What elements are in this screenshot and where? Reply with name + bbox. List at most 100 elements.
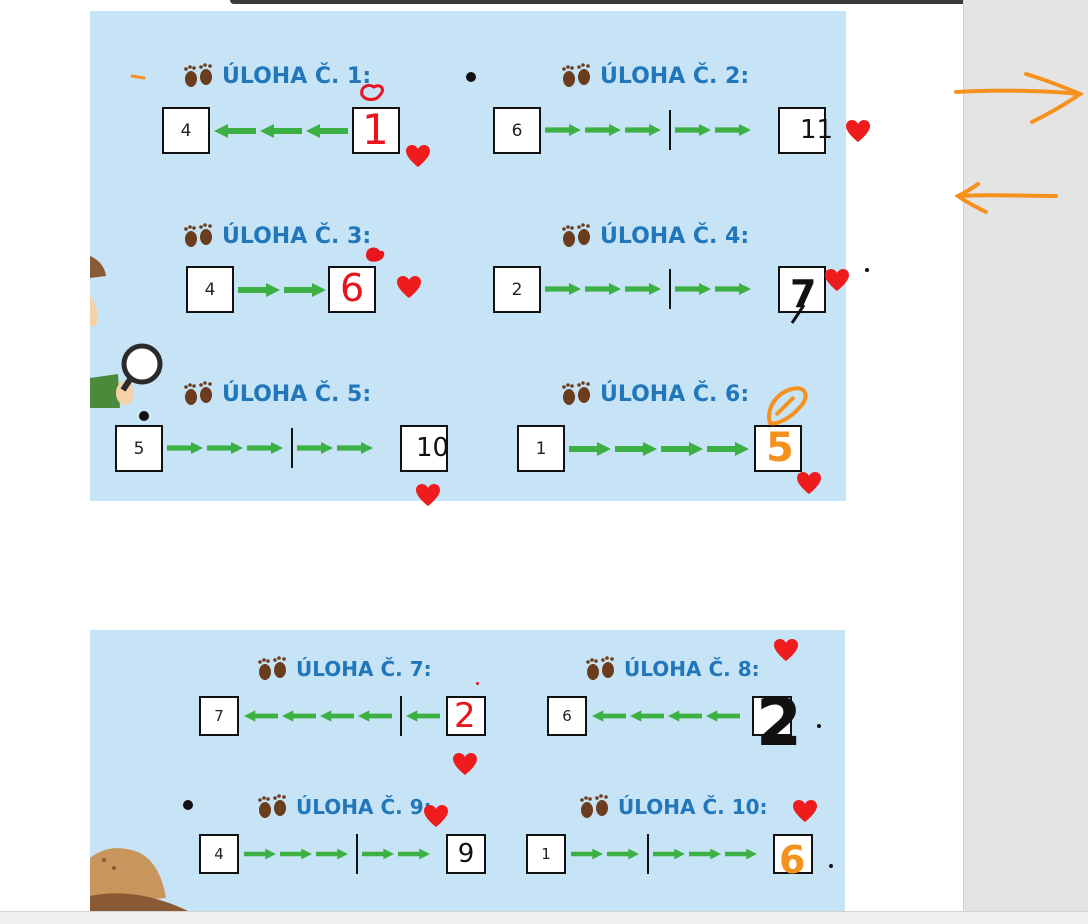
heart-icon	[774, 639, 798, 661]
arrow-left-icon	[306, 124, 348, 138]
arrow-right-icon	[689, 848, 721, 860]
task-10-answer-box[interactable]: 6	[773, 834, 813, 882]
task-5-arrows	[167, 428, 377, 468]
task-9-start-box: 4	[199, 834, 239, 874]
task-3-answer-box[interactable]: 6	[328, 266, 376, 313]
task-3-title: ÚLOHA Č. 3:	[182, 223, 371, 249]
ten-marker	[669, 110, 671, 150]
task-7-answer-box[interactable]: 2	[446, 696, 486, 736]
magnifier-icon	[90, 256, 163, 408]
black-ink-mark	[790, 304, 806, 324]
heart-icon	[797, 472, 821, 494]
arrow-right-icon	[715, 124, 751, 136]
red-ink-scribble	[366, 247, 385, 262]
arrow-right-icon	[247, 442, 283, 454]
heart-icon	[846, 120, 870, 142]
ten-marker	[669, 269, 671, 309]
explorer-hat-icon	[90, 848, 194, 915]
task-3-arrows	[238, 283, 330, 297]
heart-icon	[424, 805, 448, 827]
task-10-handwritten-answer: 6	[779, 838, 806, 882]
arrow-right-icon	[675, 283, 711, 295]
heart-icon	[416, 484, 440, 506]
arrow-right-icon	[284, 283, 326, 297]
task-4-answer-box[interactable]: 7	[778, 266, 826, 316]
footprints-icon	[184, 223, 212, 247]
arrow-left-icon	[706, 710, 740, 722]
top-window-bar	[230, 0, 1088, 4]
arrow-right-icon	[238, 283, 280, 297]
worksheet-page-1: ÚLOHA Č. 1: 4 1 ÚLOHA Č. 2: 6 11 ÚLOHA Č…	[90, 11, 846, 501]
task-1-start-box: 4	[162, 107, 210, 154]
bullet-dot	[466, 72, 476, 82]
arrow-right-icon	[280, 848, 312, 860]
task-9-title: ÚLOHA Č. 9:	[256, 794, 432, 820]
arrow-right-icon	[337, 442, 373, 454]
footprints-icon	[562, 381, 590, 405]
task-6-start-box: 1	[517, 425, 565, 472]
task-5-start-box: 5	[115, 425, 163, 472]
small-dot	[829, 864, 833, 868]
heart-icon	[397, 276, 421, 298]
arrow-right-icon	[571, 848, 603, 860]
arrow-right-icon	[675, 124, 711, 136]
task-6-handwritten-answer: 5	[766, 425, 794, 471]
bullet-dot	[139, 411, 149, 421]
arrow-right-icon	[569, 442, 611, 456]
heart-icon	[825, 269, 849, 291]
arrow-right-icon	[362, 848, 394, 860]
arrow-left-icon	[592, 710, 626, 722]
task-1-title: ÚLOHA Č. 1:	[182, 63, 371, 89]
arrow-left-icon	[320, 710, 354, 722]
heart-icon	[406, 145, 430, 167]
arrow-right-icon	[715, 283, 751, 295]
small-dot	[865, 268, 869, 272]
task-8-answer-box[interactable]	[752, 696, 792, 736]
arrow-right-icon	[207, 442, 243, 454]
task-6-arrows	[569, 442, 753, 456]
task-10-arrows	[571, 834, 761, 874]
task-7-arrows	[244, 696, 444, 736]
task-8-arrows	[592, 709, 744, 723]
task-2-arrows	[545, 110, 755, 150]
footprints-icon	[258, 656, 286, 680]
task-7-handwritten-answer: 2	[454, 696, 476, 736]
arrow-right-icon	[615, 442, 657, 456]
task-5-typed-answer: 10	[416, 433, 450, 463]
task-7-title: ÚLOHA Č. 7:	[256, 656, 432, 682]
footprints-icon	[184, 63, 212, 87]
orange-ink-scribble	[767, 386, 808, 426]
task-5-answer-box[interactable]	[400, 425, 448, 472]
footprints-icon	[562, 63, 590, 87]
arrow-right-icon	[607, 848, 639, 860]
arrow-right-icon	[244, 848, 276, 860]
task-9-answer-box[interactable]: 9	[446, 834, 486, 874]
task-1-answer-box[interactable]: 1	[352, 105, 400, 154]
task-8-start-box: 6	[547, 696, 587, 736]
task-2-answer-box[interactable]	[778, 107, 826, 154]
red-ink-scribble	[360, 83, 384, 101]
footprints-icon	[586, 656, 614, 680]
arrow-right-icon	[167, 442, 203, 454]
arrow-right-icon	[725, 848, 757, 860]
arrow-right-icon	[625, 124, 661, 136]
task-6-answer-box[interactable]: 5	[754, 425, 802, 472]
right-side-panel	[963, 0, 1088, 923]
bullet-dot	[183, 800, 193, 810]
task-10-start-box: 1	[526, 834, 566, 874]
arrow-right-icon	[585, 283, 621, 295]
task-5-title: ÚLOHA Č. 5:	[182, 381, 371, 407]
task-6-title: ÚLOHA Č. 6:	[560, 381, 749, 407]
heart-icon	[453, 753, 477, 775]
arrow-left-icon	[406, 710, 440, 722]
task-2-start-box: 6	[493, 107, 541, 154]
ten-marker	[291, 428, 293, 468]
arrow-right-icon	[661, 442, 703, 456]
arrow-right-icon	[398, 848, 430, 860]
task-2-title: ÚLOHA Č. 2:	[560, 63, 749, 89]
footprints-icon	[184, 381, 212, 405]
small-dot	[817, 724, 821, 728]
footprints-icon	[258, 794, 286, 818]
task-10-title: ÚLOHA Č. 10:	[578, 794, 768, 820]
arrow-right-icon	[625, 283, 661, 295]
